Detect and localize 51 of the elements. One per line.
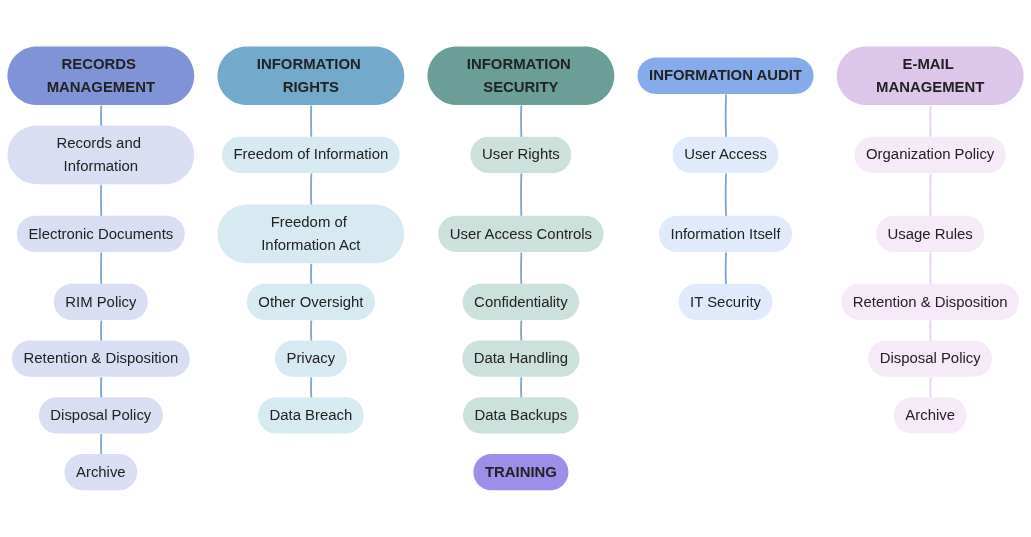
node-box: INFORMATION SECURITY xyxy=(427,46,615,106)
connector xyxy=(929,104,932,139)
node-box: User Rights xyxy=(470,136,572,174)
node-box: Information Itself xyxy=(659,215,793,253)
node-box: INFORMATION AUDIT xyxy=(637,57,814,95)
node-box: User Access xyxy=(672,136,779,174)
node-box: TRAINING xyxy=(473,454,569,491)
node-box: Records and Information xyxy=(7,125,195,185)
connector xyxy=(724,251,727,286)
node-box: Confidentiality xyxy=(462,283,580,321)
connector xyxy=(724,93,727,139)
connector xyxy=(100,433,103,456)
connector xyxy=(520,376,523,399)
connector xyxy=(310,104,313,139)
connector xyxy=(310,319,313,342)
connector xyxy=(724,172,727,218)
connector xyxy=(929,251,932,286)
node-box: Electronic Documents xyxy=(16,215,185,253)
node-box: Retention & Disposition xyxy=(11,340,190,377)
node-box: Data Backups xyxy=(463,397,579,434)
node-box: Data Handling xyxy=(462,340,580,377)
connector xyxy=(100,376,103,399)
connector xyxy=(100,104,103,128)
node-box: Data Breach xyxy=(258,397,364,434)
node-box: Disposal Policy xyxy=(868,340,993,377)
connector xyxy=(310,262,313,286)
node-box: Freedom of Information Act xyxy=(217,204,405,264)
connector xyxy=(929,172,932,218)
connector xyxy=(929,376,932,399)
node-box: E-MAIL MANAGEMENT xyxy=(836,46,1024,106)
node-box: Freedom of Information xyxy=(222,136,400,174)
connector xyxy=(520,104,523,139)
connector xyxy=(520,251,523,286)
node-box: Usage Rules xyxy=(876,215,985,253)
node-box: IT Security xyxy=(678,283,773,321)
node-box: User Access Controls xyxy=(438,215,604,253)
node-box: RIM Policy xyxy=(53,283,148,321)
connector xyxy=(310,376,313,399)
node-box: Retention & Disposition xyxy=(841,283,1020,321)
connector xyxy=(100,251,103,286)
node-box: Disposal Policy xyxy=(38,397,163,434)
connector xyxy=(520,319,523,342)
node-box: Other Oversight xyxy=(246,283,375,321)
connector xyxy=(520,172,523,218)
connector xyxy=(310,172,313,207)
node-box: RECORDS MANAGEMENT xyxy=(7,46,195,106)
node-box: INFORMATION RIGHTS xyxy=(217,46,405,106)
connector xyxy=(100,319,103,342)
node-box: Organization Policy xyxy=(854,136,1006,174)
connector xyxy=(100,183,103,218)
connector xyxy=(929,319,932,342)
